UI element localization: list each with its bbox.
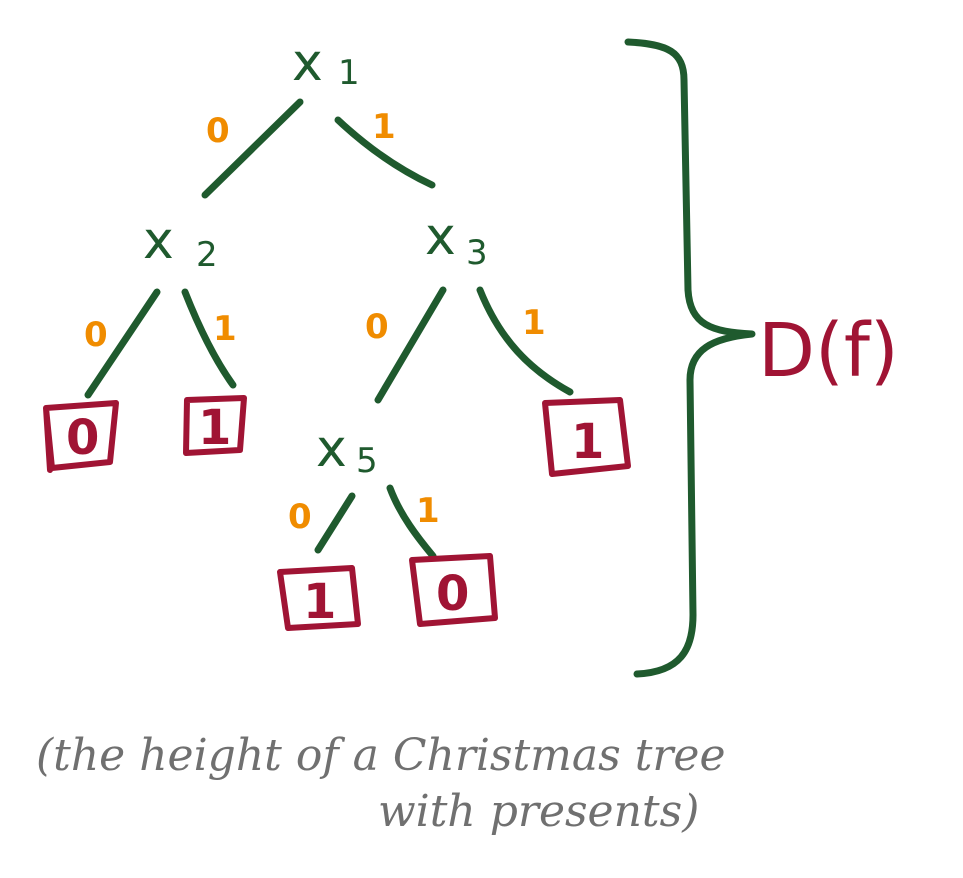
tree-nodes: x 1 x 2 x 3 x 5 bbox=[143, 33, 488, 481]
node-x2-var: x bbox=[143, 211, 174, 271]
node-x2: x 2 bbox=[143, 211, 218, 275]
node-x5: x 5 bbox=[316, 419, 378, 481]
edge-x1-x3 bbox=[334, 116, 436, 189]
edge-x2-leaf0 bbox=[84, 288, 161, 399]
node-x1-index: 1 bbox=[338, 53, 360, 93]
node-x3: x 3 bbox=[425, 207, 488, 273]
edge-label-x5-0: 0 bbox=[288, 497, 312, 537]
leaf-x5-0: 1 bbox=[277, 565, 361, 631]
edge-x5-leaf0 bbox=[386, 484, 437, 560]
edge-x5-leaf1 bbox=[314, 492, 356, 554]
edge-labels: 0 1 0 1 0 1 0 1 bbox=[84, 107, 546, 537]
caption-line-2: with presents) bbox=[378, 786, 699, 837]
node-x3-index: 3 bbox=[466, 233, 488, 273]
leaf-x5-1: 0 bbox=[409, 553, 498, 627]
edge-label-x2-1: 1 bbox=[213, 309, 237, 349]
leaf-x2-1-value: 1 bbox=[198, 400, 231, 456]
edge-label-x5-1: 1 bbox=[416, 491, 440, 531]
leaf-x2-0-value: 0 bbox=[66, 410, 99, 466]
depth-brace bbox=[624, 38, 756, 678]
edge-label-x1-0: 0 bbox=[206, 111, 230, 151]
leaf-x2-0: 0 bbox=[43, 400, 119, 473]
edge-label-x1-1: 1 bbox=[372, 107, 396, 147]
tree-edges bbox=[84, 98, 574, 560]
leaf-x2-1: 1 bbox=[183, 395, 247, 456]
leaf-x3-1-box bbox=[542, 397, 631, 477]
edge-label-x2-0: 0 bbox=[84, 315, 108, 355]
node-x3-var: x bbox=[425, 207, 456, 267]
node-x1: x 1 bbox=[292, 33, 360, 93]
edge-x3-x5 bbox=[374, 286, 447, 404]
leaf-x5-0-box bbox=[277, 565, 361, 631]
caption-line-1: (the height of a Christmas tree bbox=[36, 730, 726, 781]
leaf-x3-1-value: 1 bbox=[571, 414, 604, 470]
edge-x1-x2 bbox=[201, 98, 304, 199]
edge-x2-leaf1 bbox=[181, 288, 237, 389]
edge-label-x3-0: 0 bbox=[365, 307, 389, 347]
node-x1-var: x bbox=[292, 33, 323, 93]
node-x5-var: x bbox=[316, 419, 347, 479]
depth-label: D(f) bbox=[758, 308, 899, 394]
leaf-x2-0-box bbox=[43, 400, 119, 473]
edge-label-x3-1: 1 bbox=[522, 303, 546, 343]
leaf-x2-1-box bbox=[183, 395, 247, 456]
leaf-x5-1-value: 0 bbox=[436, 566, 469, 622]
caption: (the height of a Christmas tree with pre… bbox=[36, 730, 726, 837]
leaf-nodes: 0 1 1 1 0 bbox=[43, 395, 631, 631]
leaf-x3-1: 1 bbox=[542, 397, 631, 477]
leaf-x5-1-box bbox=[409, 553, 498, 627]
leaf-x5-0-value: 1 bbox=[303, 574, 336, 630]
node-x2-index: 2 bbox=[196, 235, 218, 275]
edge-x3-leaf1 bbox=[476, 286, 574, 396]
node-x5-index: 5 bbox=[356, 441, 378, 481]
